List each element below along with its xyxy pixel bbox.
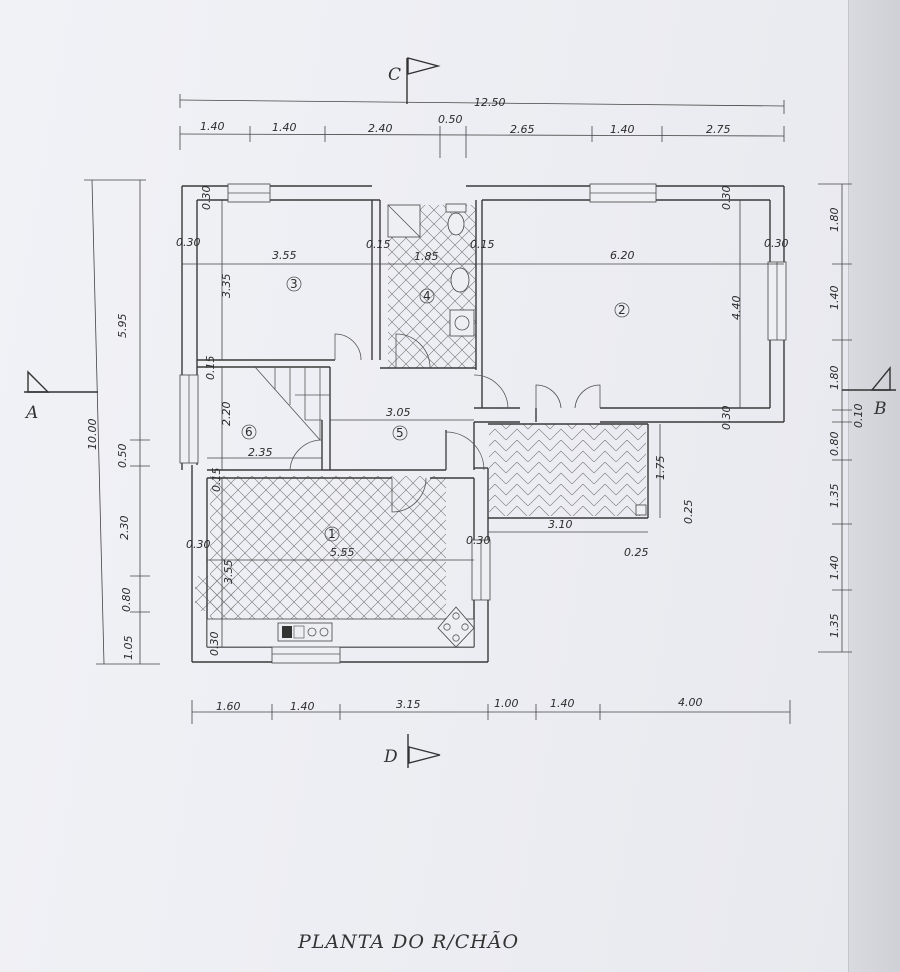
- dim-top-1: 1.40: [200, 120, 225, 133]
- room-number-3: 3: [290, 277, 298, 291]
- dim-terrace-offset-1: 0.25: [682, 500, 695, 525]
- dim-terrace-offset-2: 0.25: [624, 546, 649, 559]
- dim-room3-width: 3.55: [272, 249, 297, 262]
- windows: [179, 183, 787, 664]
- dim-bottom-1: 1.60: [216, 700, 241, 713]
- kitchen-floor-hatch: [210, 476, 446, 619]
- section-label-d: D: [383, 747, 398, 767]
- dim-bottom-2: 1.40: [290, 700, 315, 713]
- section-marker-c: [406, 57, 441, 104]
- dim-room2-width: 6.20: [610, 249, 635, 262]
- dim-top-2: 1.40: [272, 121, 297, 134]
- internal-dimension-lines: [182, 200, 784, 647]
- dim-top-6: 1.40: [610, 123, 635, 136]
- dim-hall-width: 3.05: [386, 406, 411, 419]
- terrace-floor-pattern: [489, 424, 646, 516]
- dim-wall-4: 0.30: [764, 237, 789, 250]
- dim-right-6: 1.35: [828, 484, 841, 509]
- dim-room3-height: 3.35: [220, 274, 233, 299]
- dim-room2-height: 4.40: [730, 296, 743, 321]
- dim-partition-1: 0.15: [366, 238, 391, 251]
- dim-wall-8: 0.30: [208, 632, 221, 657]
- room-number-1: 1: [328, 527, 336, 541]
- dim-left-seg-4: 1.05: [122, 636, 135, 661]
- dim-bottom-5: 1.40: [550, 697, 575, 710]
- dim-wall-7: 0.30: [466, 534, 491, 547]
- dim-top-3: 2.40: [368, 122, 393, 135]
- top-dimension-chain: [179, 94, 785, 158]
- section-label-c: C: [388, 65, 401, 85]
- dim-bottom-4: 1.00: [494, 697, 519, 710]
- dim-bottom-6: 4.00: [678, 696, 703, 709]
- dim-bath-width: 1.85: [414, 250, 439, 263]
- dim-room6-width: 2.35: [248, 446, 273, 459]
- dim-left-seg-1: 0.50: [116, 444, 129, 469]
- washbasin-icon: [449, 309, 475, 337]
- section-marker-b: [842, 366, 896, 391]
- section-marker-a: [24, 370, 98, 393]
- paper-edge: [848, 0, 900, 972]
- room-number-2: 2: [618, 303, 626, 317]
- dim-terrace-width: 3.10: [548, 518, 573, 531]
- kitchen-fixtures: [206, 504, 647, 648]
- dim-right-4: 0.10: [852, 404, 865, 429]
- dim-right-5: 0.80: [828, 432, 841, 457]
- dim-right-7: 1.40: [828, 556, 841, 581]
- bidet-icon: [450, 267, 470, 293]
- bathroom-fixtures: [387, 203, 475, 337]
- dim-terrace-height: 1.75: [654, 456, 667, 481]
- dim-left-total: 10.00: [86, 419, 99, 451]
- left-dimension-chains: [84, 179, 160, 665]
- room-number-5: 5: [396, 426, 404, 440]
- toilet-icon: [447, 212, 465, 236]
- dim-left-seg-3: 0.80: [120, 588, 133, 613]
- dim-wall-1: 0.30: [200, 186, 213, 211]
- dim-wall-2: 0.30: [176, 236, 201, 249]
- right-dimension-chain: [818, 183, 852, 653]
- section-label-a: A: [24, 403, 38, 423]
- dim-wall-3: 0.30: [720, 186, 733, 211]
- dim-top-7: 2.75: [706, 123, 731, 136]
- dim-right-2: 1.40: [828, 286, 841, 311]
- plan-title: PLANTA DO R/CHÃO: [297, 931, 519, 953]
- dim-right-8: 1.35: [828, 614, 841, 639]
- dim-left-upper: 5.95: [116, 314, 129, 339]
- dim-partition-4: 0.15: [210, 468, 223, 493]
- bottom-dimension-chain: [191, 700, 791, 724]
- dim-top-5: 2.65: [510, 123, 535, 136]
- dim-left-seg-2: 2.30: [118, 516, 131, 541]
- room-number-6: 6: [245, 425, 253, 439]
- dim-top-4: 0.50: [438, 113, 463, 126]
- section-marker-d: [407, 734, 441, 768]
- room-number-4: 4: [423, 289, 431, 303]
- dim-right-3: 1.80: [828, 366, 841, 391]
- dim-wall-6: 0.30: [186, 538, 211, 551]
- section-label-b: B: [873, 399, 887, 419]
- dim-room1-width: 5.55: [330, 546, 355, 559]
- dim-room1-height: 3.55: [222, 560, 235, 585]
- staircase: [254, 366, 330, 441]
- dim-partition-3: 0.15: [204, 356, 217, 381]
- dim-right-1: 1.80: [828, 208, 841, 233]
- dim-top-total: 12.50: [474, 96, 506, 109]
- kitchen-floor-hatch-2: [195, 576, 235, 611]
- dim-room6-height: 2.20: [220, 402, 233, 427]
- dim-wall-5: 0.30: [720, 406, 733, 431]
- dim-partition-2: 0.15: [470, 238, 495, 251]
- dim-bottom-3: 3.15: [396, 698, 421, 711]
- doors: [289, 333, 601, 513]
- cooktop-icon: [437, 606, 475, 648]
- room-number-circles: [241, 276, 630, 542]
